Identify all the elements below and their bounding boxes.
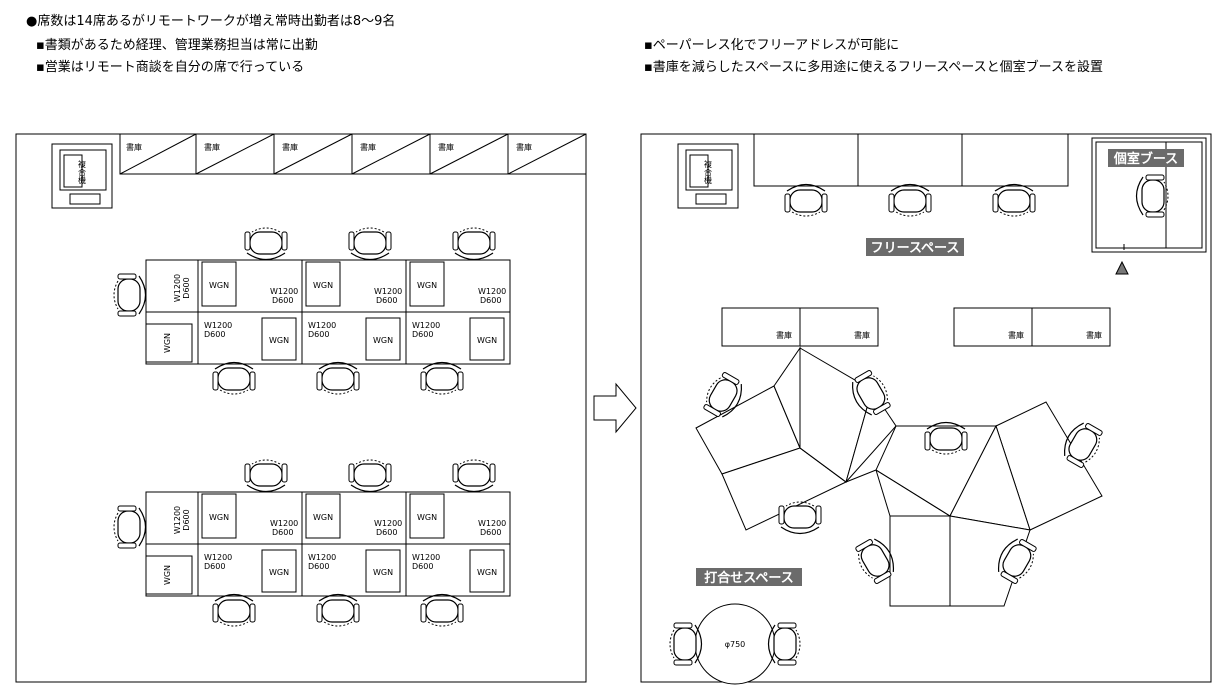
wgn-label: WGN: [417, 513, 437, 522]
right-note-1: ▪ペーパーレス化でフリーアドレスが可能に: [644, 38, 900, 53]
left-note-1: ▪書類があるため経理、管理業務担当は常に出勤: [36, 38, 318, 53]
desk-w: W1200: [374, 519, 402, 528]
round-table-label: φ750: [725, 640, 746, 649]
left-desk-island-2: W1200 D600 WGN WGN WGN W1200 D600 W1200 …: [113, 459, 511, 627]
desk-w: W1200: [204, 321, 232, 330]
transition-arrow-icon: [593, 382, 637, 434]
wgn-label: WGN: [163, 565, 172, 585]
free-space-counter: [753, 133, 1069, 217]
right-note-2: ▪書庫を減らしたスペースに多用途に使えるフリースペースと個室ブースを設置: [644, 60, 1104, 75]
left-shelf-label-6: 書庫: [516, 142, 532, 152]
desk-w: W1200: [308, 553, 336, 562]
wgn-label: WGN: [373, 336, 393, 345]
shelf-label: 書庫: [854, 330, 870, 340]
wgn-label: WGN: [373, 568, 393, 577]
headline-note: ●席数は14席あるがリモートワークが増え常時出勤者は8～9名: [26, 14, 396, 29]
wgn-label: WGN: [269, 568, 289, 577]
left-shelf-label-5: 書庫: [438, 142, 454, 152]
desk-d: D600: [480, 528, 501, 537]
left-shelf-label-1: 書庫: [126, 142, 142, 152]
desk-w: W1200: [478, 519, 506, 528]
end-desk-w: W1200: [173, 506, 182, 534]
right-copier: 複合機: [677, 143, 739, 209]
desk-w: W1200: [270, 519, 298, 528]
shelf-label: 書庫: [1086, 330, 1102, 340]
desk-d: D600: [480, 296, 501, 305]
left-copier-label: 複合機: [78, 159, 87, 185]
desk-w: W1200: [308, 321, 336, 330]
wgn-label: WGN: [163, 333, 172, 353]
left-copier: 複合機: [51, 143, 113, 209]
middle-shelves-left: 書庫 書庫: [721, 307, 879, 347]
y-shaped-desk-cluster: [695, 346, 1103, 607]
left-shelf-label-4: 書庫: [360, 142, 376, 152]
left-shelves: 書庫 書庫 書庫 書庫 書庫 書庫: [119, 133, 587, 175]
wgn-label: WGN: [477, 568, 497, 577]
left-shelf-label-2: 書庫: [204, 142, 220, 152]
desk-d: D600: [204, 562, 225, 571]
desk-d: D600: [308, 562, 329, 571]
wgn-label: WGN: [417, 281, 437, 290]
left-shelf-label-3: 書庫: [282, 142, 298, 152]
wgn-label: WGN: [313, 281, 333, 290]
desk-d: D600: [308, 330, 329, 339]
left-desk-island-1: W1200 D600 WGN WGN WGN W1200 D600 W1200 …: [113, 227, 511, 395]
desk-w: W1200: [478, 287, 506, 296]
shelf-label: 書庫: [776, 330, 792, 340]
middle-shelves-right: 書庫 書庫: [953, 307, 1111, 347]
left-room-outline: [15, 133, 587, 683]
free-space-label: フリースペース: [871, 241, 960, 256]
desk-w: W1200: [204, 553, 232, 562]
wgn-label: WGN: [209, 513, 229, 522]
private-booth-label: 個室ブース: [1113, 151, 1178, 167]
shelf-label: 書庫: [1008, 330, 1024, 340]
desk-d: D600: [204, 330, 225, 339]
right-copier-label: 複合機: [704, 159, 713, 185]
desk-w: W1200: [412, 321, 440, 330]
round-meeting-table: φ750: [669, 603, 801, 685]
end-desk-d: D600: [182, 277, 191, 298]
desk-d: D600: [272, 296, 293, 305]
left-note-2: ▪営業はリモート商談を自分の席で行っている: [36, 60, 305, 75]
wgn-label: WGN: [209, 281, 229, 290]
desk-d: D600: [412, 562, 433, 571]
desk-w: W1200: [412, 553, 440, 562]
desk-d: D600: [272, 528, 293, 537]
desk-d: D600: [376, 528, 397, 537]
wgn-label: WGN: [269, 336, 289, 345]
wgn-label: WGN: [313, 513, 333, 522]
desk-w: W1200: [270, 287, 298, 296]
booth-door-triangle-icon: [1115, 260, 1129, 275]
end-desk-w: W1200: [173, 274, 182, 302]
desk-d: D600: [412, 330, 433, 339]
desk-w: W1200: [374, 287, 402, 296]
wgn-label: WGN: [477, 336, 497, 345]
desk-d: D600: [376, 296, 397, 305]
meeting-space-label: 打合せスペース: [704, 570, 793, 586]
end-desk-d: D600: [182, 509, 191, 530]
